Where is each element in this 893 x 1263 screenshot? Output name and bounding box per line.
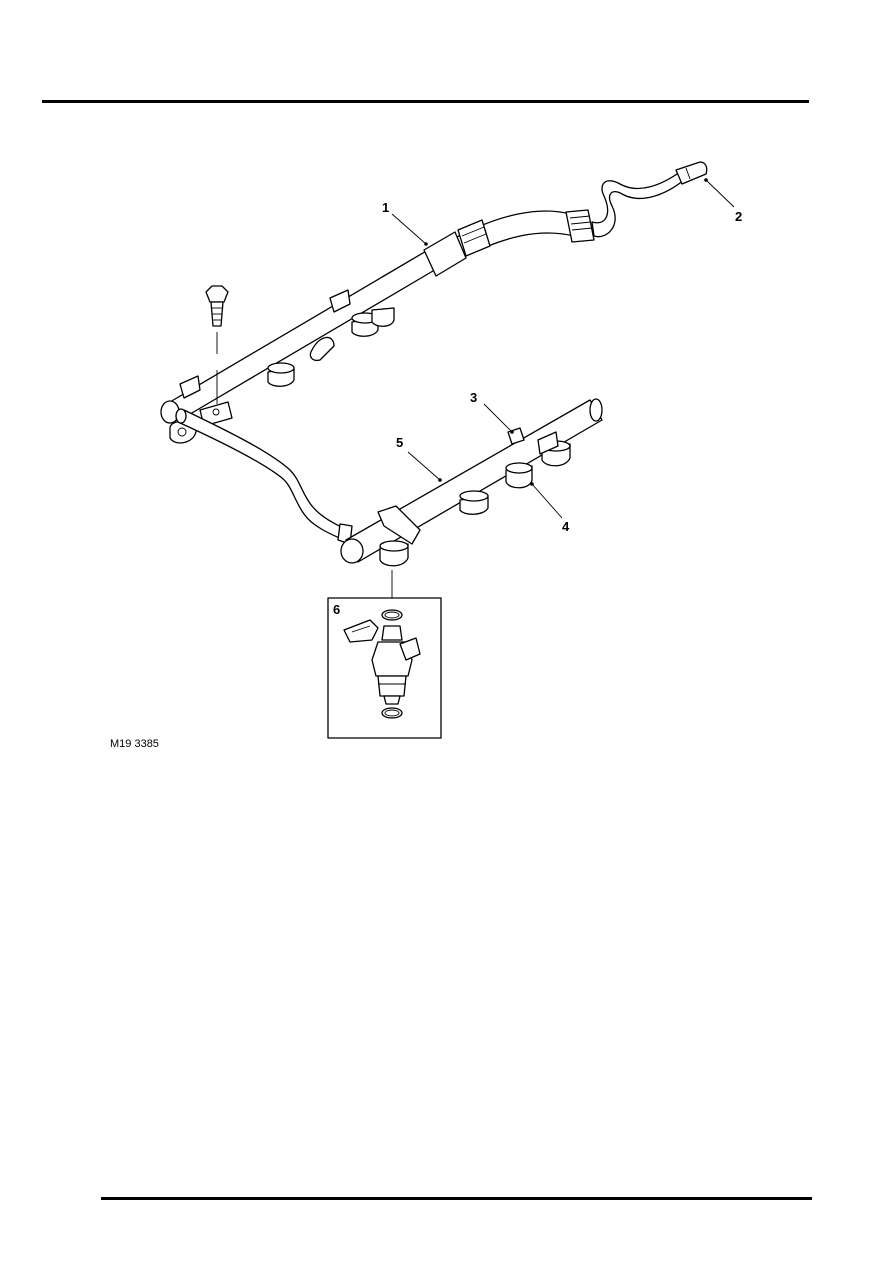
bolt (205, 285, 229, 404)
callout-3: 3 (470, 390, 477, 405)
injector-inset (327, 597, 442, 739)
fuel-rail-front (340, 398, 603, 600)
footer-rule (101, 1197, 812, 1200)
callout-5: 5 (396, 435, 403, 450)
feed-hose (454, 161, 708, 259)
callout-2: 2 (735, 209, 742, 224)
leader-lines (391, 178, 735, 519)
crossover-pipe (175, 408, 353, 545)
header-rule (42, 100, 809, 103)
fuel-rail-rear (160, 219, 491, 444)
callout-4: 4 (562, 519, 570, 534)
callout-1: 1 (382, 200, 389, 215)
callout-6: 6 (333, 602, 340, 617)
figure-reference: M19 3385 (110, 738, 159, 750)
